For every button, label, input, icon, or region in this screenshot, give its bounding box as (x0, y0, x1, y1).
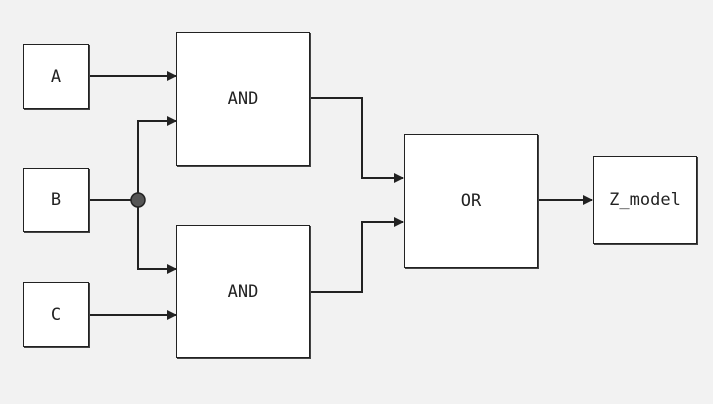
junction-dot (130, 192, 146, 208)
output-label: Z_model (609, 190, 681, 210)
wire-and-bottom-to-or (310, 217, 404, 293)
wire-and-top-to-or (310, 97, 404, 183)
input-a-label: A (50, 66, 62, 87)
and-gate-bottom: AND (176, 225, 310, 358)
output-block: Z_model (593, 156, 697, 244)
or-gate: OR (404, 134, 538, 268)
wire-junction-to-and-top (137, 116, 177, 200)
wire-junction-to-and-bottom (137, 200, 177, 274)
and-gate-top-label: AND (227, 89, 259, 109)
or-gate-label: OR (460, 191, 482, 211)
input-block-b: B (23, 168, 89, 232)
and-gate-top: AND (176, 32, 310, 166)
input-block-c: C (23, 282, 89, 347)
input-b-label: B (50, 190, 62, 210)
input-block-a: A (23, 44, 89, 109)
and-gate-bottom-label: AND (227, 281, 259, 302)
input-c-label: C (50, 304, 62, 325)
